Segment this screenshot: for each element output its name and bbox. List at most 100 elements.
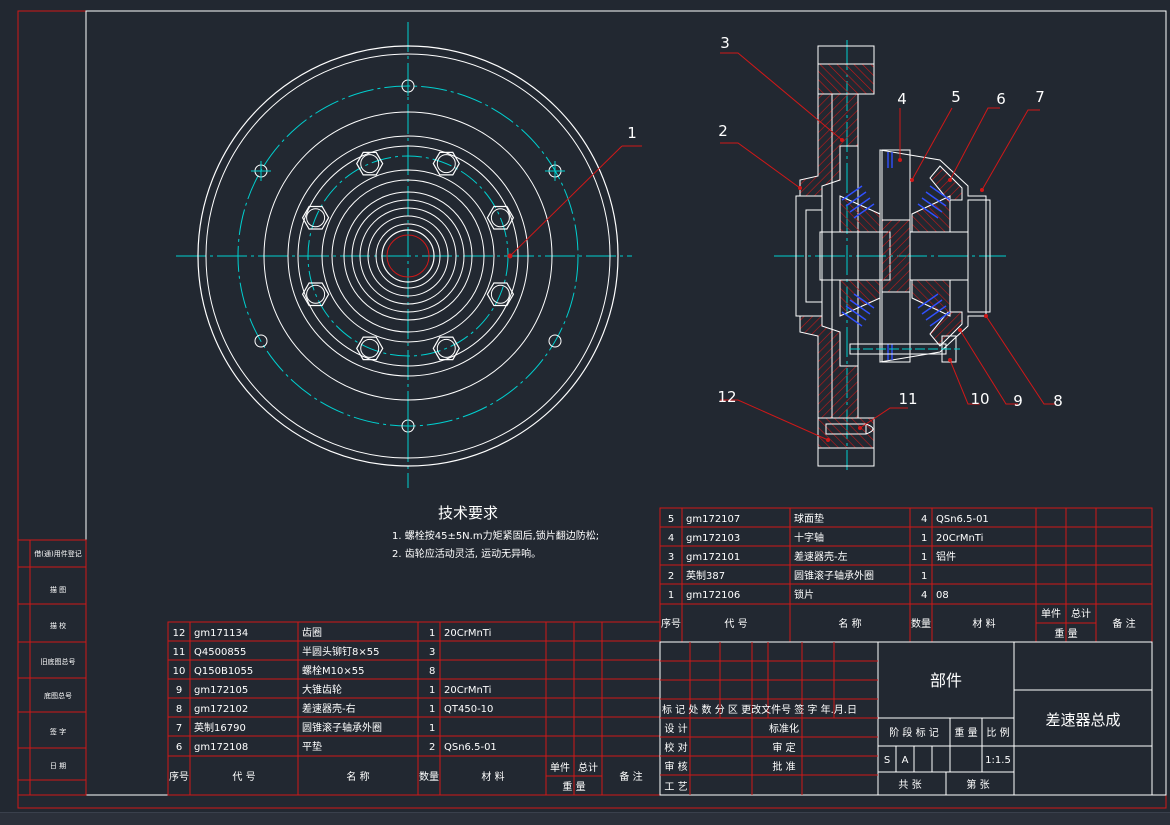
- bom-cell-no: 12: [173, 628, 186, 639]
- balloon-label: 4: [897, 90, 907, 108]
- bom-cell-code: 英制16790: [194, 721, 246, 734]
- signoff-label: 校 对: [664, 741, 687, 754]
- bom-cell-qty: 1: [429, 723, 435, 734]
- bom-cell-qty: 1: [921, 533, 927, 544]
- balloon-label: 3: [720, 34, 730, 52]
- section-leaders: [720, 52, 1056, 441]
- bom-cell-material: 铝件: [936, 551, 956, 563]
- status-bar: [0, 812, 1170, 825]
- leader-dots: [798, 138, 988, 442]
- side-label: 日 期: [50, 762, 66, 770]
- bom-cell-qty: 3: [429, 647, 435, 658]
- bom-cell-material: 20CrMnTi: [936, 533, 983, 544]
- bom-cell-code: Q150B1055: [194, 666, 253, 677]
- side-label: 签 字: [50, 727, 66, 736]
- bom-header-no: 序号: [661, 617, 681, 630]
- bom-cell-name: 螺栓M10×55: [302, 664, 364, 677]
- bom-cell-qty: 1: [921, 552, 927, 563]
- bom-header-qty: 数量: [419, 770, 439, 783]
- bom-cell-name: 圆锥滚子轴承外圈: [794, 569, 874, 582]
- scale-value: 1:1.5: [985, 755, 1011, 766]
- bom-cell-material: QT450-10: [444, 704, 493, 715]
- bom-cell-qty: 4: [921, 590, 927, 601]
- bom-cell-no: 10: [173, 666, 186, 677]
- bom-cell-name: 大锥齿轮: [302, 683, 342, 696]
- front-view: [176, 22, 632, 488]
- side-label: 旧底图总号: [41, 657, 76, 666]
- signoff-label: 工 艺: [664, 781, 687, 793]
- bom-cell-no: 7: [176, 723, 182, 734]
- bolt-head-group: [301, 151, 515, 361]
- stage-header: 阶 段 标 记: [889, 726, 939, 739]
- part-label: 部件: [930, 671, 962, 690]
- side-label: 描 图: [50, 585, 66, 594]
- bom-cell-code: gm171134: [194, 628, 248, 639]
- bom-header-name: 名 称: [838, 617, 861, 630]
- bom-cell-code: gm172107: [686, 514, 740, 525]
- tech-req-item: 1. 螺栓按45±5N.m力矩紧固后,锁片翻边防松;: [392, 529, 599, 542]
- bom-header-name: 名 称: [346, 770, 369, 783]
- sheet-no: 第 张: [966, 778, 989, 791]
- approval-label: 批 准: [772, 760, 795, 773]
- bom-header-code: 代 号: [724, 618, 747, 630]
- bom-cell-qty: 1: [921, 571, 927, 582]
- bom-header-total: 总计: [1071, 607, 1091, 620]
- balloon-label: 7: [1035, 88, 1045, 106]
- stage-header: 比 例: [986, 726, 1009, 739]
- bom-cell-code: gm172103: [686, 533, 740, 544]
- bolt-head: [432, 151, 460, 176]
- bom-cell-qty: 1: [429, 685, 435, 696]
- bom-cell-qty: 2: [429, 742, 435, 753]
- bom-cell-name: 球面垫: [794, 512, 824, 525]
- balloon-label: 8: [1053, 392, 1063, 410]
- tech-req-title: 技术要求: [438, 504, 498, 522]
- bom-header-remark: 备 注: [1112, 617, 1135, 630]
- stage-mark: S: [884, 755, 890, 766]
- bom-cell-code: 英制387: [686, 569, 725, 582]
- bom-cell-no: 1: [668, 590, 674, 601]
- bom-cell-name: 半圆头铆钉8×55: [302, 645, 379, 658]
- balloon-label: 1: [627, 124, 637, 142]
- side-label: 底图总号: [44, 691, 72, 700]
- tech-req-item: 2. 齿轮应活动灵活, 运动无异响。: [392, 547, 541, 560]
- bom-header-material: 材 料: [972, 617, 995, 630]
- bom-header-code: 代 号: [232, 771, 255, 783]
- bom-cell-name: 十字轴: [794, 531, 824, 544]
- balloon-label: 9: [1013, 392, 1023, 410]
- bom-cell-no: 2: [668, 571, 674, 582]
- balloon-label: 10: [970, 390, 989, 408]
- bom-cell-no: 8: [176, 704, 182, 715]
- bolt-head: [301, 205, 330, 230]
- balloon-label: 6: [996, 90, 1006, 108]
- bom-cell-material: QSn6.5-01: [444, 742, 497, 753]
- bolt-head: [486, 282, 515, 307]
- technical-requirements: 技术要求 1. 螺栓按45±5N.m力矩紧固后,锁片翻边防松; 2. 齿轮应活动…: [392, 504, 599, 560]
- balloon-label: 5: [951, 88, 961, 106]
- bom-cell-name: 差速器壳-右: [302, 702, 356, 715]
- balloon-label: 2: [718, 122, 728, 140]
- bom-cell-name: 平垫: [302, 740, 322, 753]
- bom-cell-no: 5: [668, 514, 674, 525]
- bom-header-total: 总计: [578, 761, 598, 774]
- bom-header-weight: 重 量: [562, 780, 585, 793]
- balloon-1: 1: [507, 124, 642, 259]
- bom-header-weight: 重 量: [1054, 627, 1077, 640]
- bom-header-remark: 备 注: [619, 770, 642, 783]
- bolt-head: [356, 151, 384, 176]
- balloon-label: 12: [717, 388, 736, 406]
- bom-header-material: 材 料: [481, 770, 504, 783]
- signoff-label: 审 核: [664, 760, 687, 773]
- bom-cell-qty: 8: [429, 666, 435, 677]
- bolt-head: [432, 336, 460, 361]
- bom-cell-code: Q4500855: [194, 647, 246, 658]
- stage-mark: A: [902, 755, 909, 766]
- bom-header-unit: 单件: [1041, 608, 1061, 620]
- bom-cell-code: gm172101: [686, 552, 740, 563]
- title-block: 部件 差速器总成 标 记 处 数 分 区 更改文件号 签 字 年.月.日 设 计…: [659, 641, 1153, 796]
- bom-cell-no: 4: [668, 533, 674, 544]
- bom-cell-code: gm172106: [686, 590, 740, 601]
- side-label: 借(通)用件登记: [34, 549, 81, 558]
- section-view: [774, 40, 1006, 470]
